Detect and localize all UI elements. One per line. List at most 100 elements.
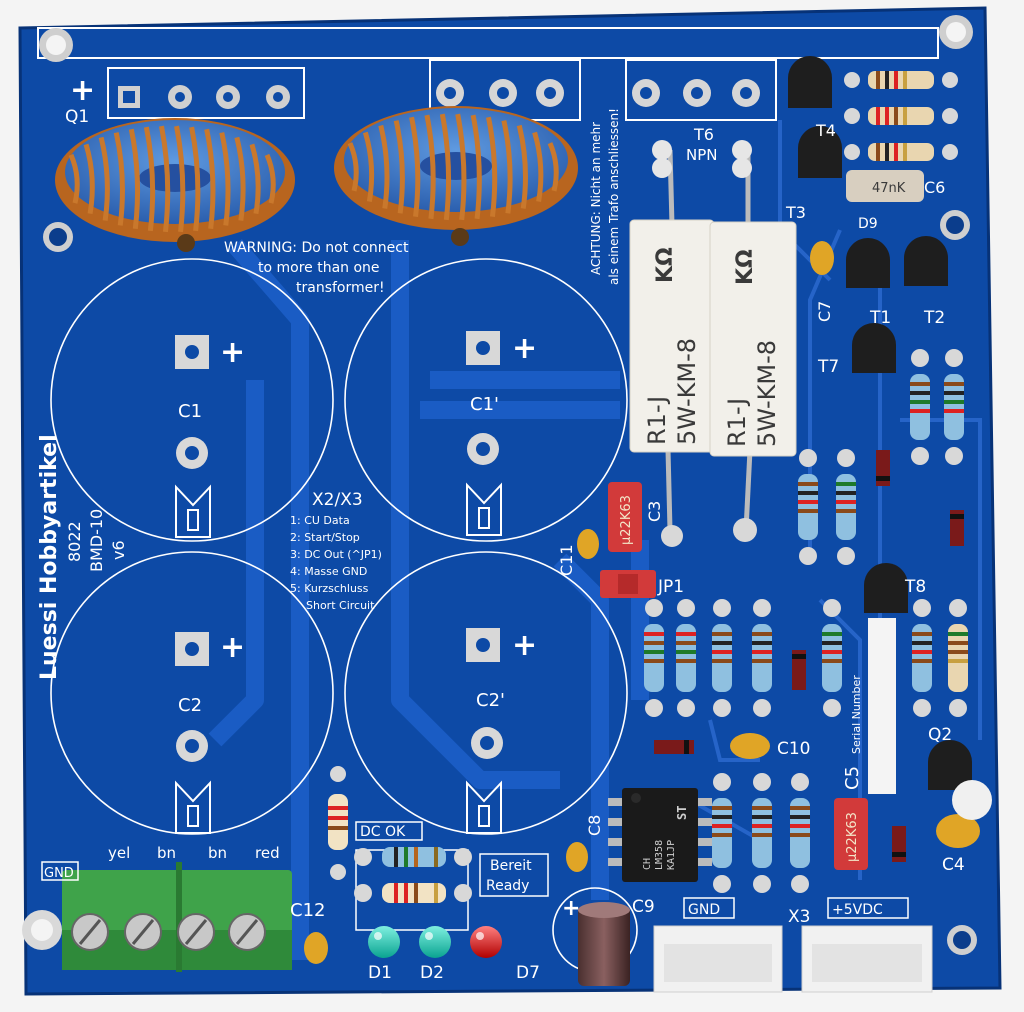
refdes-c4: C4 — [942, 855, 965, 875]
resistor-vertical-left — [328, 766, 348, 880]
refdes-jp1: JP1 — [657, 577, 684, 597]
transistor-q2 — [928, 740, 972, 790]
copper-traces — [208, 239, 649, 960]
coil-winding — [68, 153, 80, 204]
svg-text:8022: 8022 — [65, 521, 84, 562]
c3-marking: μ22K63 — [619, 495, 634, 545]
warning-text-de: ACHTUNG: Nicht an mehr als einem Trafo a… — [589, 108, 621, 285]
connector-legend-title: X2/X3 — [312, 490, 363, 510]
coil-winding — [143, 126, 156, 232]
transistor-t7 — [852, 323, 896, 373]
led-d7 — [470, 926, 502, 958]
coil-winding — [455, 113, 467, 221]
dc-ok-label: DC OK — [360, 824, 406, 840]
wire-label-bn1: bn — [157, 844, 176, 862]
q1-plus-label: + — [70, 73, 95, 108]
npn-label: NPN — [686, 146, 718, 164]
c6-marking: 47nK — [872, 181, 906, 196]
refdes-c9: C9 — [632, 897, 655, 917]
coil-winding — [159, 125, 171, 233]
svg-text:CH: CH — [642, 858, 653, 870]
capacitor-pads — [175, 331, 503, 762]
refdes-t8: T8 — [904, 577, 926, 597]
svg-text:ACHTUNG: Nicht an mehr: ACHTUNG: Nicht an mehr — [589, 122, 603, 275]
refdes-c1: C1 — [178, 401, 202, 422]
serial-number-label: Serial Number — [850, 675, 863, 754]
coil-winding — [378, 124, 390, 209]
svg-text:5W-KM-8: 5W-KM-8 — [673, 338, 701, 445]
coil-winding — [113, 132, 125, 226]
refdes-x3: X3 — [788, 907, 810, 927]
resistor — [836, 474, 856, 540]
capacitor-c7 — [810, 241, 834, 275]
coil-winding — [174, 125, 186, 233]
transistor-t3 — [798, 126, 842, 178]
svg-text:R1-J: R1-J — [723, 398, 751, 447]
refdes-t7: T7 — [817, 357, 839, 377]
connector-legend: 1: CU Data 2: Start/Stop 3: DC Out (^JP1… — [290, 514, 382, 612]
capacitor-plus-marks: + + + + — [220, 331, 537, 665]
coil-winding — [189, 126, 201, 232]
wire-label-gnd: GND — [44, 866, 74, 881]
refdes-c7: C7 — [815, 301, 834, 322]
refdes-c3: C3 — [645, 501, 664, 522]
coil-winding — [204, 128, 216, 230]
resistor — [798, 474, 818, 540]
refdes-q2: Q2 — [928, 725, 952, 745]
resistor-bereit — [354, 883, 472, 903]
brand-text: Luessi Hobbyartikel 8022 BMD-10 v6 — [37, 434, 128, 680]
capacitor-c4 — [936, 814, 980, 848]
gnd-label-x2: GND — [688, 902, 720, 918]
coil-winding — [234, 136, 246, 221]
refdes-c10: C10 — [777, 739, 811, 759]
svg-text:3: DC Out (^JP1): 3: DC Out (^JP1) — [290, 548, 382, 561]
svg-text:Short Circuit: Short Circuit — [306, 599, 375, 612]
coil-winding — [486, 116, 498, 218]
refdes-c11: C11 — [557, 544, 576, 576]
vdc-label: +5VDC — [832, 902, 883, 918]
capacitor-c5 — [834, 798, 868, 870]
svg-text:5: Kurzschluss: 5: Kurzschluss — [290, 582, 369, 595]
transistor-t2 — [904, 236, 948, 286]
resistor-array-top — [844, 71, 958, 161]
refdes-c2-prime: C2' — [476, 690, 505, 711]
toroid-inductor-right — [334, 106, 578, 230]
power-resistor-right: KΩ R1-J 5W-KM-8 — [709, 140, 797, 531]
resistor — [910, 374, 930, 440]
header-x2[interactable] — [653, 925, 783, 993]
svg-text:1: CU Data: 1: CU Data — [290, 514, 350, 527]
svg-text:4: Masse GND: 4: Masse GND — [290, 565, 367, 578]
refdes-t2: T2 — [923, 308, 945, 328]
svg-text:ST: ST — [675, 806, 689, 820]
coil-winding — [424, 114, 436, 220]
svg-text:LM358: LM358 — [654, 840, 665, 870]
coil-winding — [264, 153, 276, 204]
refdes-c1-prime: C1' — [470, 394, 499, 415]
refdes-d7: D7 — [516, 963, 540, 983]
coil-winding — [470, 114, 482, 220]
coil-winding — [393, 120, 405, 214]
refdes-t3: T3 — [785, 203, 806, 222]
c9-plus: + — [562, 896, 580, 921]
toroid-inductor-left — [55, 118, 295, 242]
coil-winding — [219, 132, 231, 226]
svg-text:KA1JP: KA1JP — [666, 840, 677, 870]
capacitor-c9 — [552, 887, 638, 986]
refdes-d9: D9 — [858, 216, 878, 232]
resistor-field — [644, 349, 968, 893]
refdes-t4: T4 — [815, 121, 836, 140]
terminal-block[interactable] — [62, 862, 292, 972]
svg-text:Luessi Hobbyartikel: Luessi Hobbyartikel — [37, 434, 62, 680]
header-x3[interactable] — [801, 925, 933, 993]
capacitor-c3 — [608, 482, 642, 552]
refdes-c6: C6 — [924, 178, 945, 197]
resistor-dc-ok — [354, 847, 472, 867]
bereit-label: Bereit — [490, 858, 532, 874]
coil-winding — [501, 120, 513, 214]
capacitor-c8 — [566, 842, 588, 872]
svg-text:KΩ: KΩ — [733, 249, 758, 285]
refdes-c5: C5 — [842, 766, 863, 790]
coil-winding — [362, 131, 375, 202]
coil-winding — [547, 142, 559, 192]
